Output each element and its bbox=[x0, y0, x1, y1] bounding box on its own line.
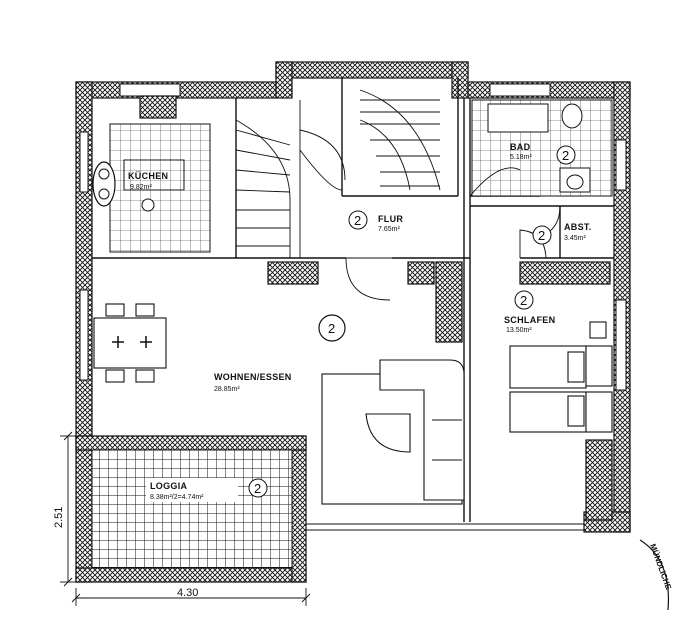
room-label-bad: BAD 5.18m² 2 bbox=[510, 142, 576, 165]
loggia-area: 8.38m²/2=4.74m² bbox=[150, 494, 204, 501]
beds bbox=[509, 321, 613, 433]
wohnen-marker: 2 bbox=[328, 321, 335, 336]
depth-dimension-label: 2.51 bbox=[53, 507, 65, 528]
kueche-area: 9.82m² bbox=[130, 184, 152, 191]
bad-area: 5.18m² bbox=[510, 154, 532, 161]
room-label-flur: 2 FLUR 7.65m² bbox=[348, 210, 403, 233]
flur-name: FLUR bbox=[378, 214, 403, 224]
kitchen-fixtures bbox=[92, 159, 185, 212]
living-furniture bbox=[321, 359, 465, 505]
room-label-wohnen: 2 WOHNEN/ESSEN 28.85m² bbox=[214, 314, 346, 393]
flur-marker: 2 bbox=[354, 213, 361, 228]
room-label-abst: 2 ABST. 3.45m² bbox=[532, 222, 592, 245]
schlafen-name: SCHLAFEN bbox=[504, 315, 555, 325]
schlafen-marker: 2 bbox=[520, 293, 527, 308]
loggia-tiles bbox=[91, 449, 293, 569]
abst-area: 3.45m² bbox=[564, 235, 586, 242]
room-label-schlafen: 2 SCHLAFEN 13.50m² bbox=[504, 290, 555, 334]
schlafen-area: 13.50m² bbox=[506, 327, 532, 334]
bath-fixtures bbox=[487, 103, 591, 193]
bad-marker: 2 bbox=[562, 148, 569, 163]
flur-area: 7.65m² bbox=[378, 226, 400, 233]
chimney-columns bbox=[139, 95, 613, 521]
wohnen-name: WOHNEN/ESSEN bbox=[214, 372, 292, 382]
wohnen-area: 28.85m² bbox=[214, 386, 240, 393]
loggia-marker: 2 bbox=[254, 481, 261, 496]
room-label-kueche: KÜCHEN 9.82m² bbox=[128, 171, 168, 191]
dimension-width: 4.30 bbox=[71, 587, 311, 606]
dining-table bbox=[93, 303, 167, 383]
dimension-depth: 2.51 bbox=[53, 431, 76, 587]
loggia-name: LOGGIA bbox=[150, 481, 187, 491]
abst-name: ABST. bbox=[564, 222, 592, 232]
stamp: MÜNDLICHE bbox=[639, 539, 673, 611]
stairs bbox=[235, 89, 441, 258]
abst-marker: 2 bbox=[538, 228, 545, 243]
stamp-text: MÜNDLICHE bbox=[648, 543, 673, 592]
kitchen-tiles bbox=[109, 123, 211, 253]
room-label-loggia: LOGGIA 8.38m²/2=4.74m² 2 bbox=[146, 478, 268, 502]
bad-name: BAD bbox=[510, 142, 531, 152]
kueche-name: KÜCHEN bbox=[128, 171, 168, 181]
width-dimension-label: 4.30 bbox=[177, 587, 198, 599]
